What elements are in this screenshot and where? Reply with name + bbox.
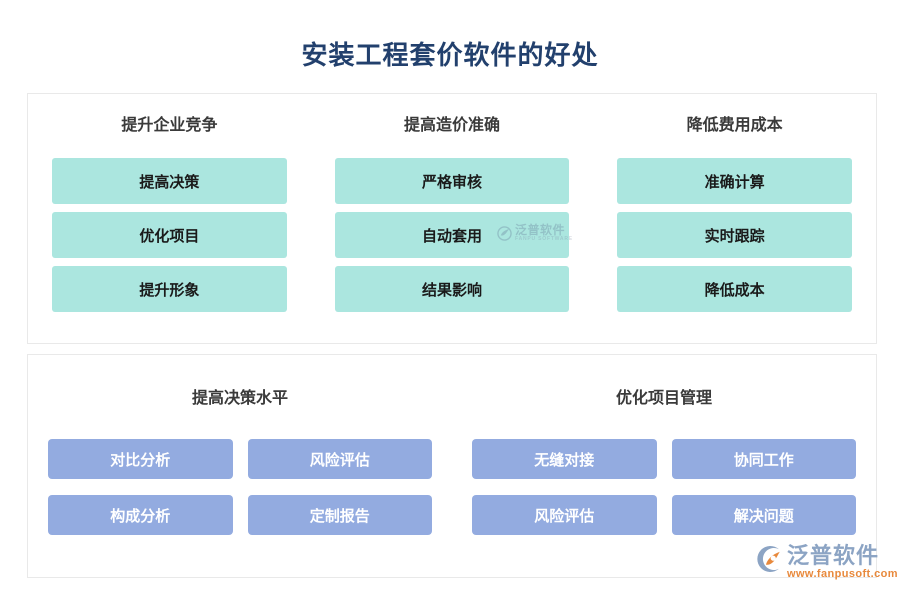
benefit-chip[interactable]: 准确计算	[617, 158, 853, 204]
benefits-columns: 提升企业竞争 提高决策 优化项目 提升形象 提高造价准确 严格审核 自动套用 结…	[28, 94, 876, 343]
management-chip[interactable]: 无缝对接	[472, 439, 657, 479]
management-chip[interactable]: 风险评估	[247, 439, 432, 479]
benefit-chip[interactable]: 提升形象	[52, 266, 287, 312]
benefits-column-2-header: 提高造价准确	[404, 117, 501, 134]
management-columns: 提高决策水平 对比分析 风险评估 构成分析 定制报告 优化项目管理 无缝对接 协…	[28, 355, 876, 577]
benefit-chip[interactable]: 自动套用	[334, 212, 570, 258]
brand-text: 泛普软件 www.fanpusoft.com	[787, 545, 898, 580]
benefits-column-1-header: 提升企业竞争	[121, 117, 218, 134]
benefit-chip[interactable]: 优化项目	[52, 212, 287, 258]
brand-logo: 泛普软件 www.fanpusoft.com	[757, 545, 898, 580]
management-chip[interactable]: 定制报告	[247, 495, 432, 535]
benefits-column-1: 提升企业竞争 提高决策 优化项目 提升形象	[28, 94, 311, 343]
management-card: 提高决策水平 对比分析 风险评估 构成分析 定制报告 优化项目管理 无缝对接 协…	[27, 354, 877, 578]
management-column-1-header: 提高决策水平	[191, 390, 288, 407]
benefit-chip[interactable]: 结果影响	[334, 266, 570, 312]
management-chip[interactable]: 协同工作	[671, 439, 856, 479]
management-column-2-grid: 无缝对接 协同工作 风险评估 解决问题	[472, 439, 856, 535]
page-title: 安装工程套价软件的好处	[301, 40, 599, 70]
benefit-chip[interactable]: 严格审核	[334, 158, 570, 204]
benefit-chip[interactable]: 降低成本	[617, 266, 853, 312]
management-column-2-header: 优化项目管理	[615, 390, 712, 407]
benefit-chip[interactable]: 实时跟踪	[617, 212, 853, 258]
management-chip[interactable]: 构成分析	[48, 495, 233, 535]
management-chip[interactable]: 对比分析	[48, 439, 233, 479]
management-column-1: 提高决策水平 对比分析 风险评估 构成分析 定制报告	[28, 355, 452, 577]
management-column-1-grid: 对比分析 风险评估 构成分析 定制报告	[48, 439, 432, 535]
brand-name-cn: 泛普软件	[787, 543, 880, 568]
benefits-column-2: 提高造价准确 严格审核 自动套用 结果影响	[311, 94, 594, 343]
management-chip[interactable]: 风险评估	[472, 495, 657, 535]
benefits-column-3-header: 降低费用成本	[686, 117, 783, 134]
fanpu-swoosh-icon	[757, 546, 780, 572]
brand-url: www.fanpusoft.com	[787, 568, 898, 580]
management-column-2: 优化项目管理 无缝对接 协同工作 风险评估 解决问题	[452, 355, 876, 577]
management-chip[interactable]: 解决问题	[671, 495, 856, 535]
benefits-column-3: 降低费用成本 准确计算 实时跟踪 降低成本	[593, 94, 876, 343]
benefit-chip[interactable]: 提高决策	[52, 158, 287, 204]
benefits-card: 提升企业竞争 提高决策 优化项目 提升形象 提高造价准确 严格审核 自动套用 结…	[27, 93, 877, 344]
